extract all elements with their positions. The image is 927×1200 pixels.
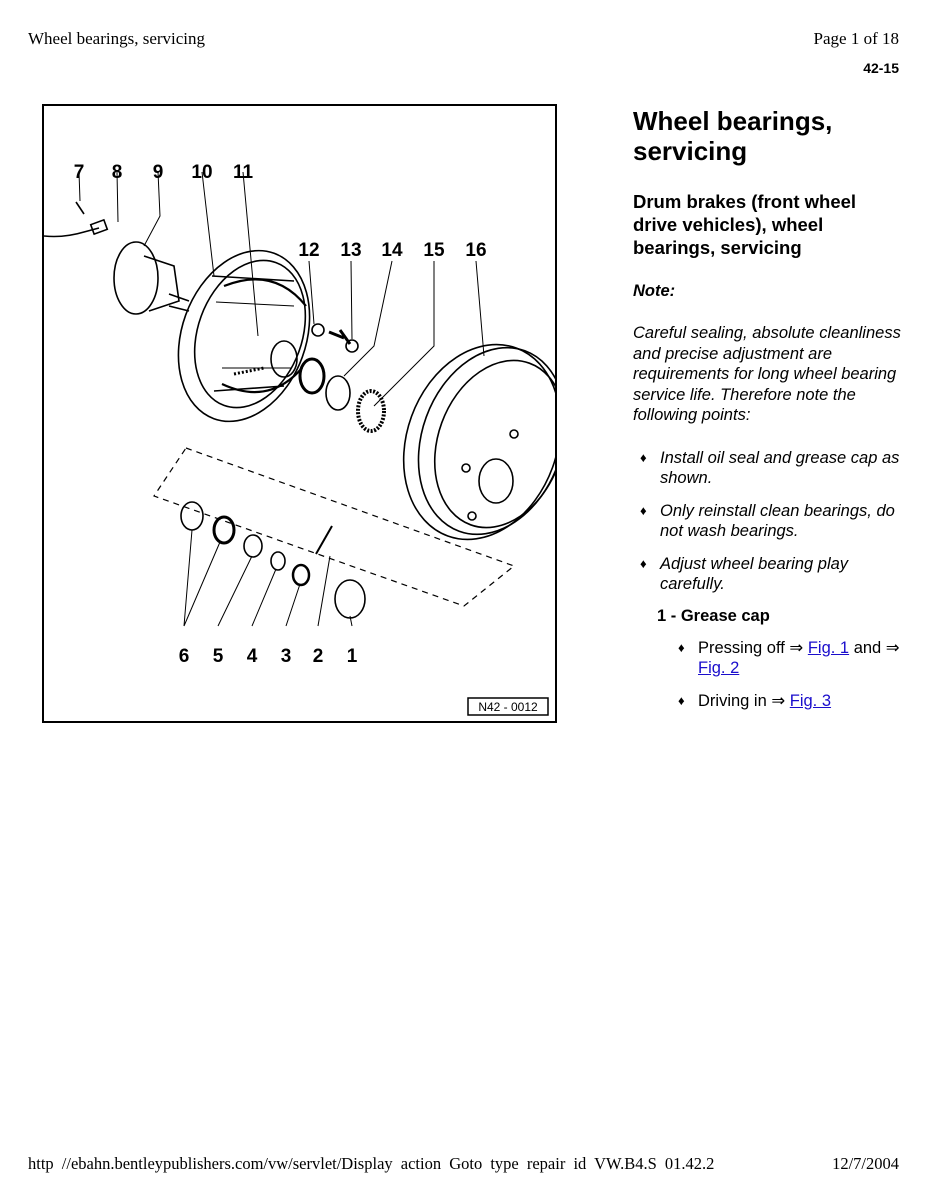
callout-12: 12 — [298, 240, 319, 261]
diagram-drawing: 7 8 9 10 11 12 13 14 15 16 6 5 4 3 2 1 N… — [44, 162, 555, 716]
brake-backplate — [177, 249, 311, 423]
diamond-bullet-icon: ♦ — [640, 502, 647, 518]
figure-ref-box — [467, 697, 549, 716]
diamond-bullet-icon: ♦ — [678, 692, 685, 708]
inner-bearing-race — [270, 340, 298, 378]
list-item: ♦Driving in ⇒ Fig. 3 — [678, 691, 832, 710]
oil-seal — [180, 501, 204, 531]
exploded-diagram: 7 8 9 10 11 12 13 14 15 16 6 5 4 3 2 1 N… — [42, 104, 557, 723]
figure-ref: N42 - 0012 — [478, 700, 538, 714]
sensor-bolt — [75, 201, 85, 215]
callout-4: 4 — [247, 646, 258, 667]
abs-ring — [356, 389, 386, 433]
callout-1: 1 — [347, 646, 358, 667]
speed-sensor — [89, 218, 109, 236]
callout-16: 16 — [465, 240, 486, 261]
section-subtitle: Drum brakes (front wheel drive vehicles)… — [633, 191, 857, 258]
item-grease-cap: 1 - Grease cap — [657, 606, 770, 625]
note-bullets: ♦Install oil seal and grease cap as show… — [633, 448, 903, 595]
footer-date: 12/7/2004 — [832, 1154, 899, 1173]
diamond-bullet-icon: ♦ — [640, 555, 647, 571]
callout-14: 14 — [381, 240, 403, 261]
fig-3-link[interactable]: Fig. 3 — [789, 691, 832, 710]
cotter-pin — [315, 525, 333, 555]
stub-axle-flange — [113, 241, 159, 315]
callout-5: 5 — [213, 646, 224, 667]
footer-url: http //ebahn.bentleypublishers.com/vw/se… — [28, 1154, 715, 1173]
callout-13: 13 — [340, 240, 361, 261]
callout-3: 3 — [281, 646, 292, 667]
grease-cap-steps: ♦Pressing off ⇒ Fig. 1 and ⇒ Fig. 2 ♦Dri… — [633, 638, 903, 712]
grease-cap — [334, 579, 366, 619]
list-item: ♦Pressing off ⇒ Fig. 1 and ⇒ Fig. 2 — [678, 638, 900, 678]
note-text: Careful sealing, absolute cleanliness an… — [633, 324, 901, 424]
detail-outline — [153, 447, 516, 607]
washer-12 — [311, 323, 325, 337]
brake-drum — [402, 343, 555, 541]
callout-15: 15 — [423, 240, 445, 261]
fig-1-link[interactable]: Fig. 1 — [807, 638, 850, 657]
drum-hub — [478, 458, 514, 504]
content-column: Wheel bearings, servicing Drum brakes (f… — [633, 106, 903, 723]
header-title: Wheel bearings, servicing — [28, 29, 206, 48]
page-title: Wheel bearings, servicing — [633, 106, 833, 166]
callout-7: 7 — [74, 162, 85, 183]
callout-2: 2 — [313, 646, 324, 667]
list-item: ♦Install oil seal and grease cap as show… — [640, 448, 900, 488]
note-label: Note: — [633, 282, 676, 300]
callout-11: 11 — [233, 162, 254, 183]
list-item: ♦Adjust wheel bearing play carefully. — [640, 554, 849, 594]
sensor-cable — [44, 227, 100, 238]
list-item: ♦Only reinstall clean bearings, do not w… — [640, 501, 895, 541]
callout-8: 8 — [112, 162, 123, 183]
callout-10: 10 — [191, 162, 212, 183]
section-code: 42-15 — [863, 60, 899, 76]
callout-9: 9 — [153, 162, 164, 183]
diamond-bullet-icon: ♦ — [678, 639, 685, 655]
callout-6: 6 — [179, 646, 190, 667]
page-number: Page 1 of 18 — [813, 29, 899, 48]
fig-2-link[interactable]: Fig. 2 — [698, 659, 740, 677]
diamond-bullet-icon: ♦ — [640, 449, 647, 465]
